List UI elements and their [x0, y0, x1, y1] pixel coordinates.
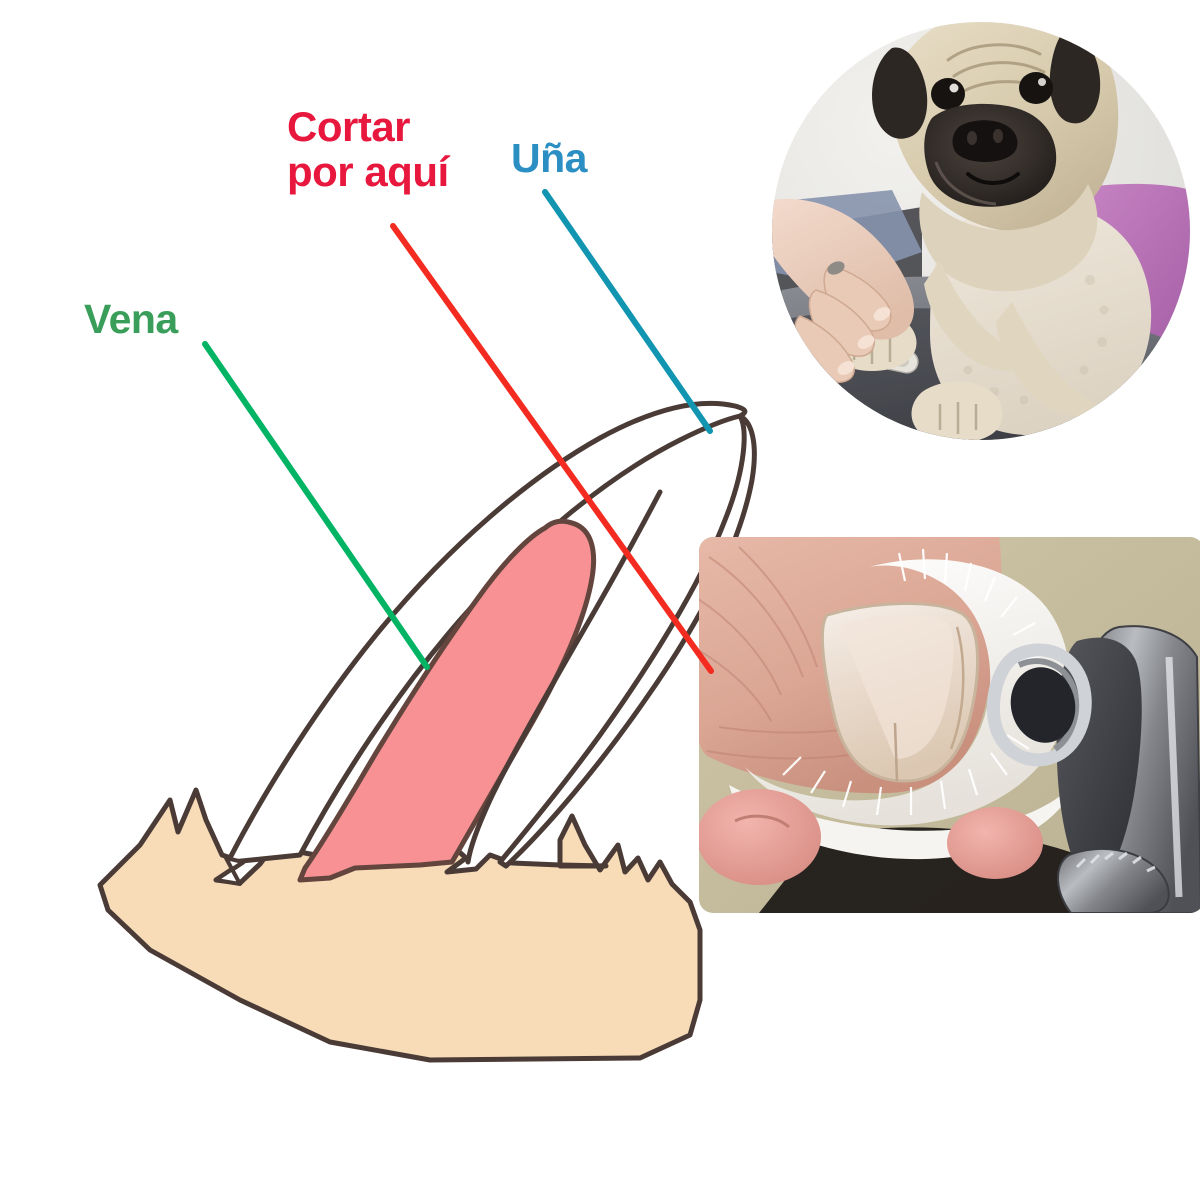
- pug-eyes: [931, 72, 1053, 110]
- paw-pad-right: [947, 807, 1043, 879]
- pug-ear-right: [1049, 29, 1101, 124]
- pug-neck-fur: [919, 184, 1098, 292]
- human-fingernails: [837, 307, 891, 375]
- pug-nostril-left: [967, 131, 977, 145]
- clipper-blade-ring-shadow: [1017, 658, 1080, 752]
- photo-pug-being-held: [772, 22, 1190, 440]
- paw-fur-white: [745, 559, 1070, 826]
- nail-inner-line: [465, 489, 663, 865]
- pug-mouth: [966, 172, 1020, 185]
- clipper-pivot: [1056, 847, 1170, 913]
- label-nail: Uña: [511, 135, 587, 181]
- claw-side-seam: [949, 626, 965, 750]
- leader-line-una: [542, 189, 713, 434]
- pug-nostril-right: [993, 129, 1003, 143]
- pug-jowl: [934, 161, 997, 206]
- pug-nose: [952, 120, 1018, 162]
- leader-line-cortar: [390, 223, 714, 674]
- label-vein-quick: Vena: [84, 296, 178, 342]
- clipper-blade-aperture: [1010, 667, 1076, 743]
- clipper-serrations: [1075, 851, 1156, 873]
- pug-paw-right-toes: [938, 402, 978, 434]
- clipper-blade-ring: [986, 643, 1092, 767]
- nail-clipper-tool: [986, 625, 1200, 913]
- paw-pad-left-crease: [734, 814, 790, 829]
- pug-ear-left: [872, 47, 928, 139]
- clipper-highlight: [1165, 656, 1183, 898]
- claw-highlight: [839, 614, 954, 759]
- paw-fur-shape: [97, 787, 703, 1063]
- paw-pad-left: [699, 789, 821, 885]
- nail-base-left-tuft: [214, 856, 245, 886]
- pug-front-leg-right: [996, 302, 1106, 417]
- pug-front-leg-left: [924, 260, 1038, 372]
- quick-vein-shape: [297, 518, 597, 883]
- photo-nail-clipper-closeup: [699, 537, 1200, 913]
- claw-center-seam: [893, 722, 899, 782]
- nail-outer-shell: [227, 400, 748, 865]
- paw-fur-group: [97, 787, 703, 1063]
- label-cut-here: Cortar por aquí: [287, 103, 449, 196]
- hand-ring: [827, 261, 845, 275]
- leader-line-vena: [202, 341, 430, 670]
